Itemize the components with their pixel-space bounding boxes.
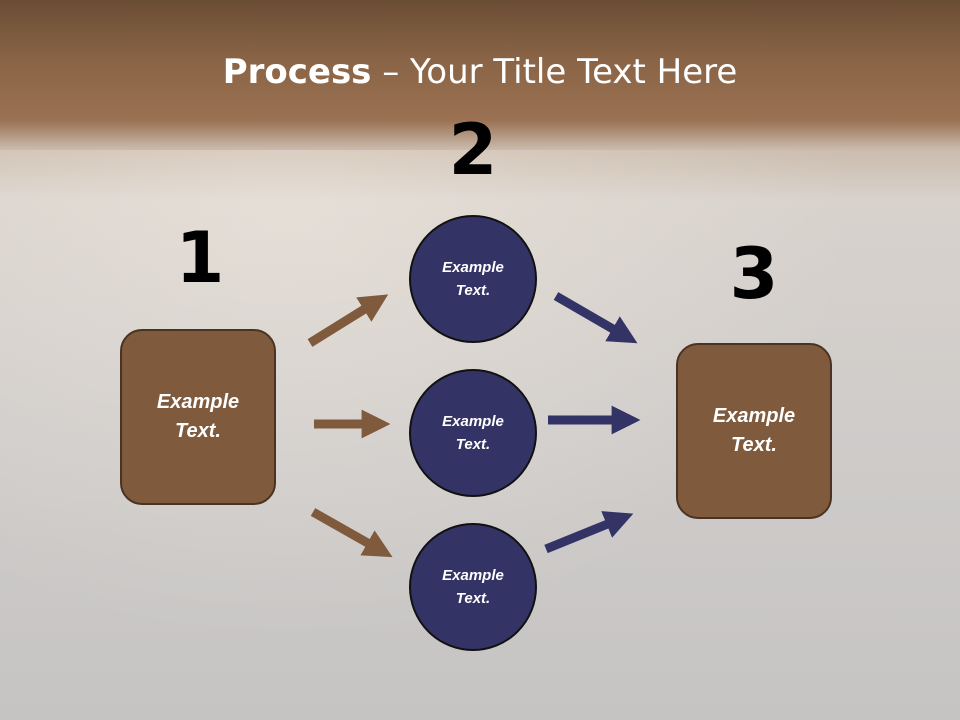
arrow-right-up-brown — [307, 294, 389, 347]
step-3-text: Example Text. — [712, 405, 796, 456]
circle-bottom-text: Example Text. — [442, 567, 504, 607]
arrow-right-up-navy — [544, 511, 634, 554]
step-number-2: 2 — [448, 109, 498, 191]
slide-title: Process – Your Title Text Here — [0, 52, 960, 92]
step-2-circle-top: Example Text. — [409, 215, 537, 343]
arrow-right-down-brown — [310, 508, 393, 558]
step-3-box: Example Text. — [676, 343, 832, 519]
arrow-right-down-navy — [553, 292, 638, 344]
step-2-circle-middle: Example Text. — [409, 369, 537, 497]
step-2-circle-bottom: Example Text. — [409, 523, 537, 651]
step-1-box: Example Text. — [120, 329, 276, 505]
title-bold: Process — [222, 52, 372, 92]
circle-top-text: Example Text. — [442, 259, 504, 299]
circle-middle-text: Example Text. — [442, 413, 504, 453]
step-1-text: Example Text. — [156, 391, 240, 442]
step-number-1: 1 — [175, 217, 225, 299]
title-rest: – Your Title Text Here — [371, 52, 738, 92]
step-number-3: 3 — [729, 233, 779, 315]
